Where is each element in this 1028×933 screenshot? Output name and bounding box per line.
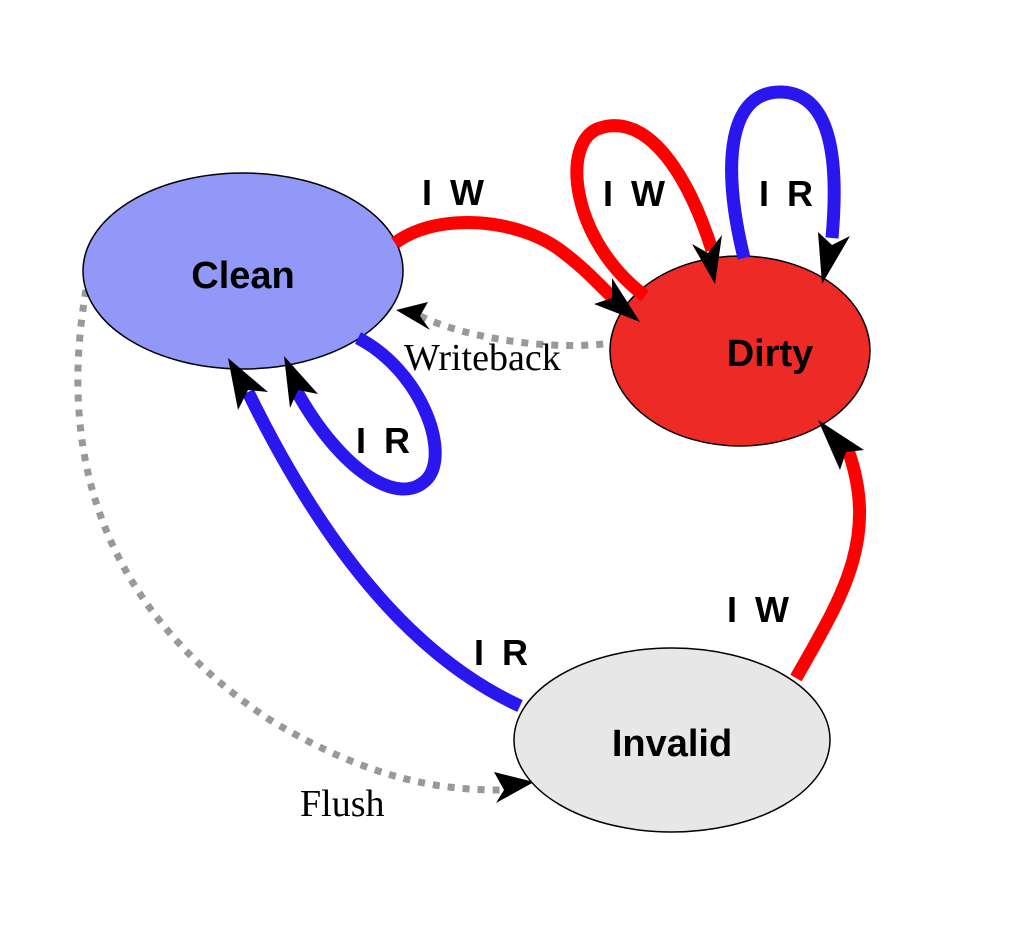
edge-clean-self-read: [290, 332, 442, 496]
edge-clean-to-invalid-label: Flush: [300, 783, 384, 825]
edge-invalid-to-clean-label: I R: [474, 632, 532, 673]
arrowhead-clean-to-dirty: [594, 278, 640, 322]
arrowhead-invalid-to-dirty: [818, 420, 864, 470]
arrowhead-dirty-self-write: [692, 235, 722, 284]
edge-invalid-to-dirty-label: I W: [727, 589, 793, 630]
edge-dirty-self-read: [725, 85, 841, 260]
state-invalid: [513, 647, 831, 833]
edge-clean-to-dirty: [391, 215, 625, 310]
edge-clean-self-read-label: I R: [356, 420, 414, 461]
arrowhead-dirty-self-read: [818, 232, 850, 284]
edge-invalid-to-clean: [242, 389, 523, 712]
edge-dirty-to-clean-label: Writeback: [404, 337, 561, 379]
edge-dirty-self-write: [570, 119, 719, 302]
state-clean-label: Clean: [191, 255, 294, 297]
arrowhead-invalid-to-clean: [228, 358, 268, 410]
edge-clean-to-invalid: [74, 289, 501, 794]
edge-clean-to-dirty-label: I W: [422, 172, 488, 213]
edge-dirty-self-write-label: I W: [603, 173, 669, 214]
arrowhead-clean-to-invalid: [494, 772, 534, 803]
state-dirty-label: Dirty: [727, 333, 814, 375]
edge-invalid-to-dirty: [790, 447, 867, 682]
edge-dirty-self-read-label: I R: [759, 173, 817, 214]
state-clean: [82, 172, 404, 370]
edge-dirty-to-clean: [418, 312, 619, 349]
arrowhead-clean-self-read: [284, 356, 318, 408]
arrowhead-dirty-to-clean: [396, 302, 430, 330]
state-invalid-label: Invalid: [612, 723, 732, 765]
